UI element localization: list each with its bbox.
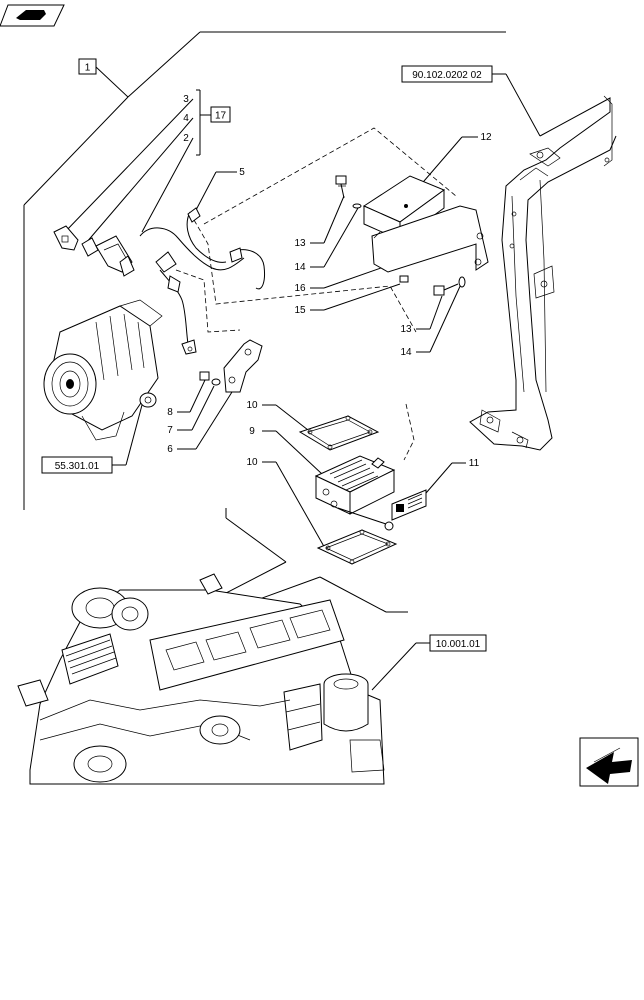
svg-text:17: 17 xyxy=(215,111,227,122)
callout-14-lower[interactable]: 14 xyxy=(400,347,412,358)
callout-13-lower[interactable]: 13 xyxy=(400,324,412,335)
nut-8 xyxy=(199,371,210,381)
callout-17[interactable]: 17 xyxy=(210,106,231,123)
callout-14-upper[interactable]: 14 xyxy=(294,262,306,273)
callout-6[interactable]: 6 xyxy=(167,444,173,455)
frame-reference-box[interactable]: 90.102.0202 02 xyxy=(401,65,493,83)
svg-text:1: 1 xyxy=(85,63,91,74)
bolt-13-upper xyxy=(335,175,347,199)
connector-4 xyxy=(81,237,99,257)
callout-2[interactable]: 2 xyxy=(183,133,189,144)
alternator-reference-box[interactable]: 55.301.01 xyxy=(41,456,113,474)
callout-9[interactable]: 9 xyxy=(249,426,255,437)
bolt-13-lower xyxy=(433,276,466,296)
dashed-group-outline xyxy=(175,127,457,461)
parts-catalog-icon[interactable] xyxy=(0,4,65,27)
callout-16[interactable]: 16 xyxy=(294,283,306,294)
svg-text:55.301.01: 55.301.01 xyxy=(55,461,100,472)
plate-6 xyxy=(223,339,263,393)
washer-14-upper xyxy=(352,203,362,209)
gasket-10-lower xyxy=(316,529,398,565)
engine-reference-box[interactable]: 10.001.01 xyxy=(429,634,487,652)
callout-3[interactable]: 3 xyxy=(183,94,189,105)
next-page-arrow-icon[interactable] xyxy=(579,737,639,787)
frame-bracket xyxy=(469,95,617,451)
callout-5[interactable]: 5 xyxy=(239,167,245,178)
relay-part-12 xyxy=(362,175,489,273)
connector-2 xyxy=(95,235,135,277)
callout-10-upper[interactable]: 10 xyxy=(246,400,258,411)
callout-10-lower[interactable]: 10 xyxy=(246,457,258,468)
engine-block xyxy=(17,573,385,785)
svg-text:90.102.0202 02: 90.102.0202 02 xyxy=(412,70,482,81)
callout-15[interactable]: 15 xyxy=(294,305,306,316)
alternator xyxy=(43,299,163,441)
callout-4[interactable]: 4 xyxy=(183,113,189,124)
leader-lines xyxy=(23,31,541,691)
callout-8[interactable]: 8 xyxy=(167,407,173,418)
decal-11 xyxy=(391,489,427,521)
svg-text:10.001.01: 10.001.01 xyxy=(436,639,481,650)
gasket-10-upper xyxy=(298,415,380,451)
callout-1[interactable]: 1 xyxy=(78,58,97,75)
cable-harness-2 xyxy=(139,207,265,355)
washer-7 xyxy=(211,378,221,386)
callout-11[interactable]: 11 xyxy=(469,458,480,469)
connector-3 xyxy=(53,225,79,251)
heater-9 xyxy=(314,455,396,531)
nut-16 xyxy=(399,275,409,283)
callout-7[interactable]: 7 xyxy=(167,425,173,436)
callout-13-upper[interactable]: 13 xyxy=(294,238,306,249)
callout-12[interactable]: 12 xyxy=(480,132,492,143)
